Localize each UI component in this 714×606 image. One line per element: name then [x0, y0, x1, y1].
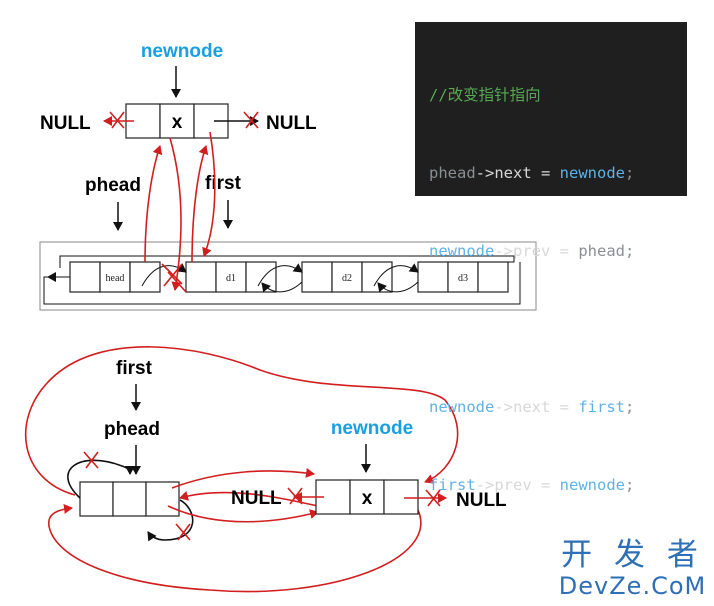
top-first-label: first	[205, 173, 242, 194]
watermark-logo: 开 发 者 DevZe.CoM	[555, 538, 710, 600]
bottom-phead-label: phead	[104, 419, 160, 440]
list-node-head	[69, 261, 161, 293]
list-link-d3-d2	[377, 281, 419, 293]
code-panel: //改变指针指向 phead->next = newnode; newnode-…	[415, 22, 687, 494]
code-line-3: newnode->next = first;	[429, 398, 635, 416]
list-node-d2	[301, 261, 393, 293]
bottom-prev-null-cross	[287, 487, 303, 505]
bottom-next-null-cross	[425, 489, 441, 507]
bottom-newnode-box	[315, 479, 419, 515]
list-link-d2-d1	[261, 281, 303, 293]
code-line-1: phead->next = newnode;	[429, 164, 635, 182]
code-line-2: newnode->prev = phead;	[429, 242, 635, 260]
bottom-head-self-prev	[67, 459, 135, 499]
list-frame	[39, 241, 537, 311]
list-node-d1	[185, 261, 277, 293]
list-node-d3	[417, 261, 509, 293]
code-line-4: first->prev = newnode;	[429, 476, 635, 494]
red-head-next-curve	[171, 467, 315, 489]
list-wrap-top-line	[59, 255, 515, 268]
red-first-prev-to-newnode	[191, 145, 209, 263]
top-newnode-value: x	[172, 112, 183, 133]
list-wrap-bottom-line	[43, 262, 521, 305]
list-node-d2-label: d2	[342, 273, 352, 284]
list-link-d1-d2	[257, 263, 303, 287]
bottom-newnode-value: x	[362, 488, 373, 509]
red-cross-old-link-2	[167, 271, 187, 293]
watermark-en: DevZe.CoM	[558, 572, 707, 600]
red-newnode-next-to-first	[202, 131, 216, 257]
bottom-self-prev-cross	[83, 451, 99, 469]
list-node-d1-label: d1	[226, 273, 236, 284]
red-phead-next-to-newnode	[144, 145, 163, 263]
code-comment: //改变指针指向	[429, 86, 541, 104]
top-next-cross	[243, 111, 259, 129]
bottom-null-left: NULL	[231, 488, 282, 509]
bottom-null-right: NULL	[456, 490, 507, 511]
bottom-head-self-next	[147, 499, 194, 542]
red-newnode-next-to-head	[48, 503, 422, 593]
red-head-next-to-newnode	[167, 505, 319, 523]
bottom-self-next-cross	[175, 523, 191, 541]
watermark-cn: 开 发 者	[561, 537, 704, 573]
top-newnode-label: newnode	[141, 41, 223, 62]
bottom-head-node	[79, 481, 180, 517]
top-null-right: NULL	[266, 113, 317, 134]
top-phead-label: phead	[85, 175, 141, 196]
top-null-left: NULL	[40, 113, 91, 134]
list-node-head-label: head	[106, 273, 125, 284]
red-tail-next-to-newnode	[24, 346, 459, 496]
list-node-d3-label: d3	[458, 273, 468, 284]
list-link-d2-d3	[373, 263, 419, 287]
bottom-newnode-label: newnode	[331, 418, 413, 439]
bottom-first-label: first	[116, 358, 153, 379]
red-cross-old-link-1	[161, 263, 183, 287]
code-blank-line	[429, 316, 687, 342]
top-prev-cross	[109, 111, 125, 129]
